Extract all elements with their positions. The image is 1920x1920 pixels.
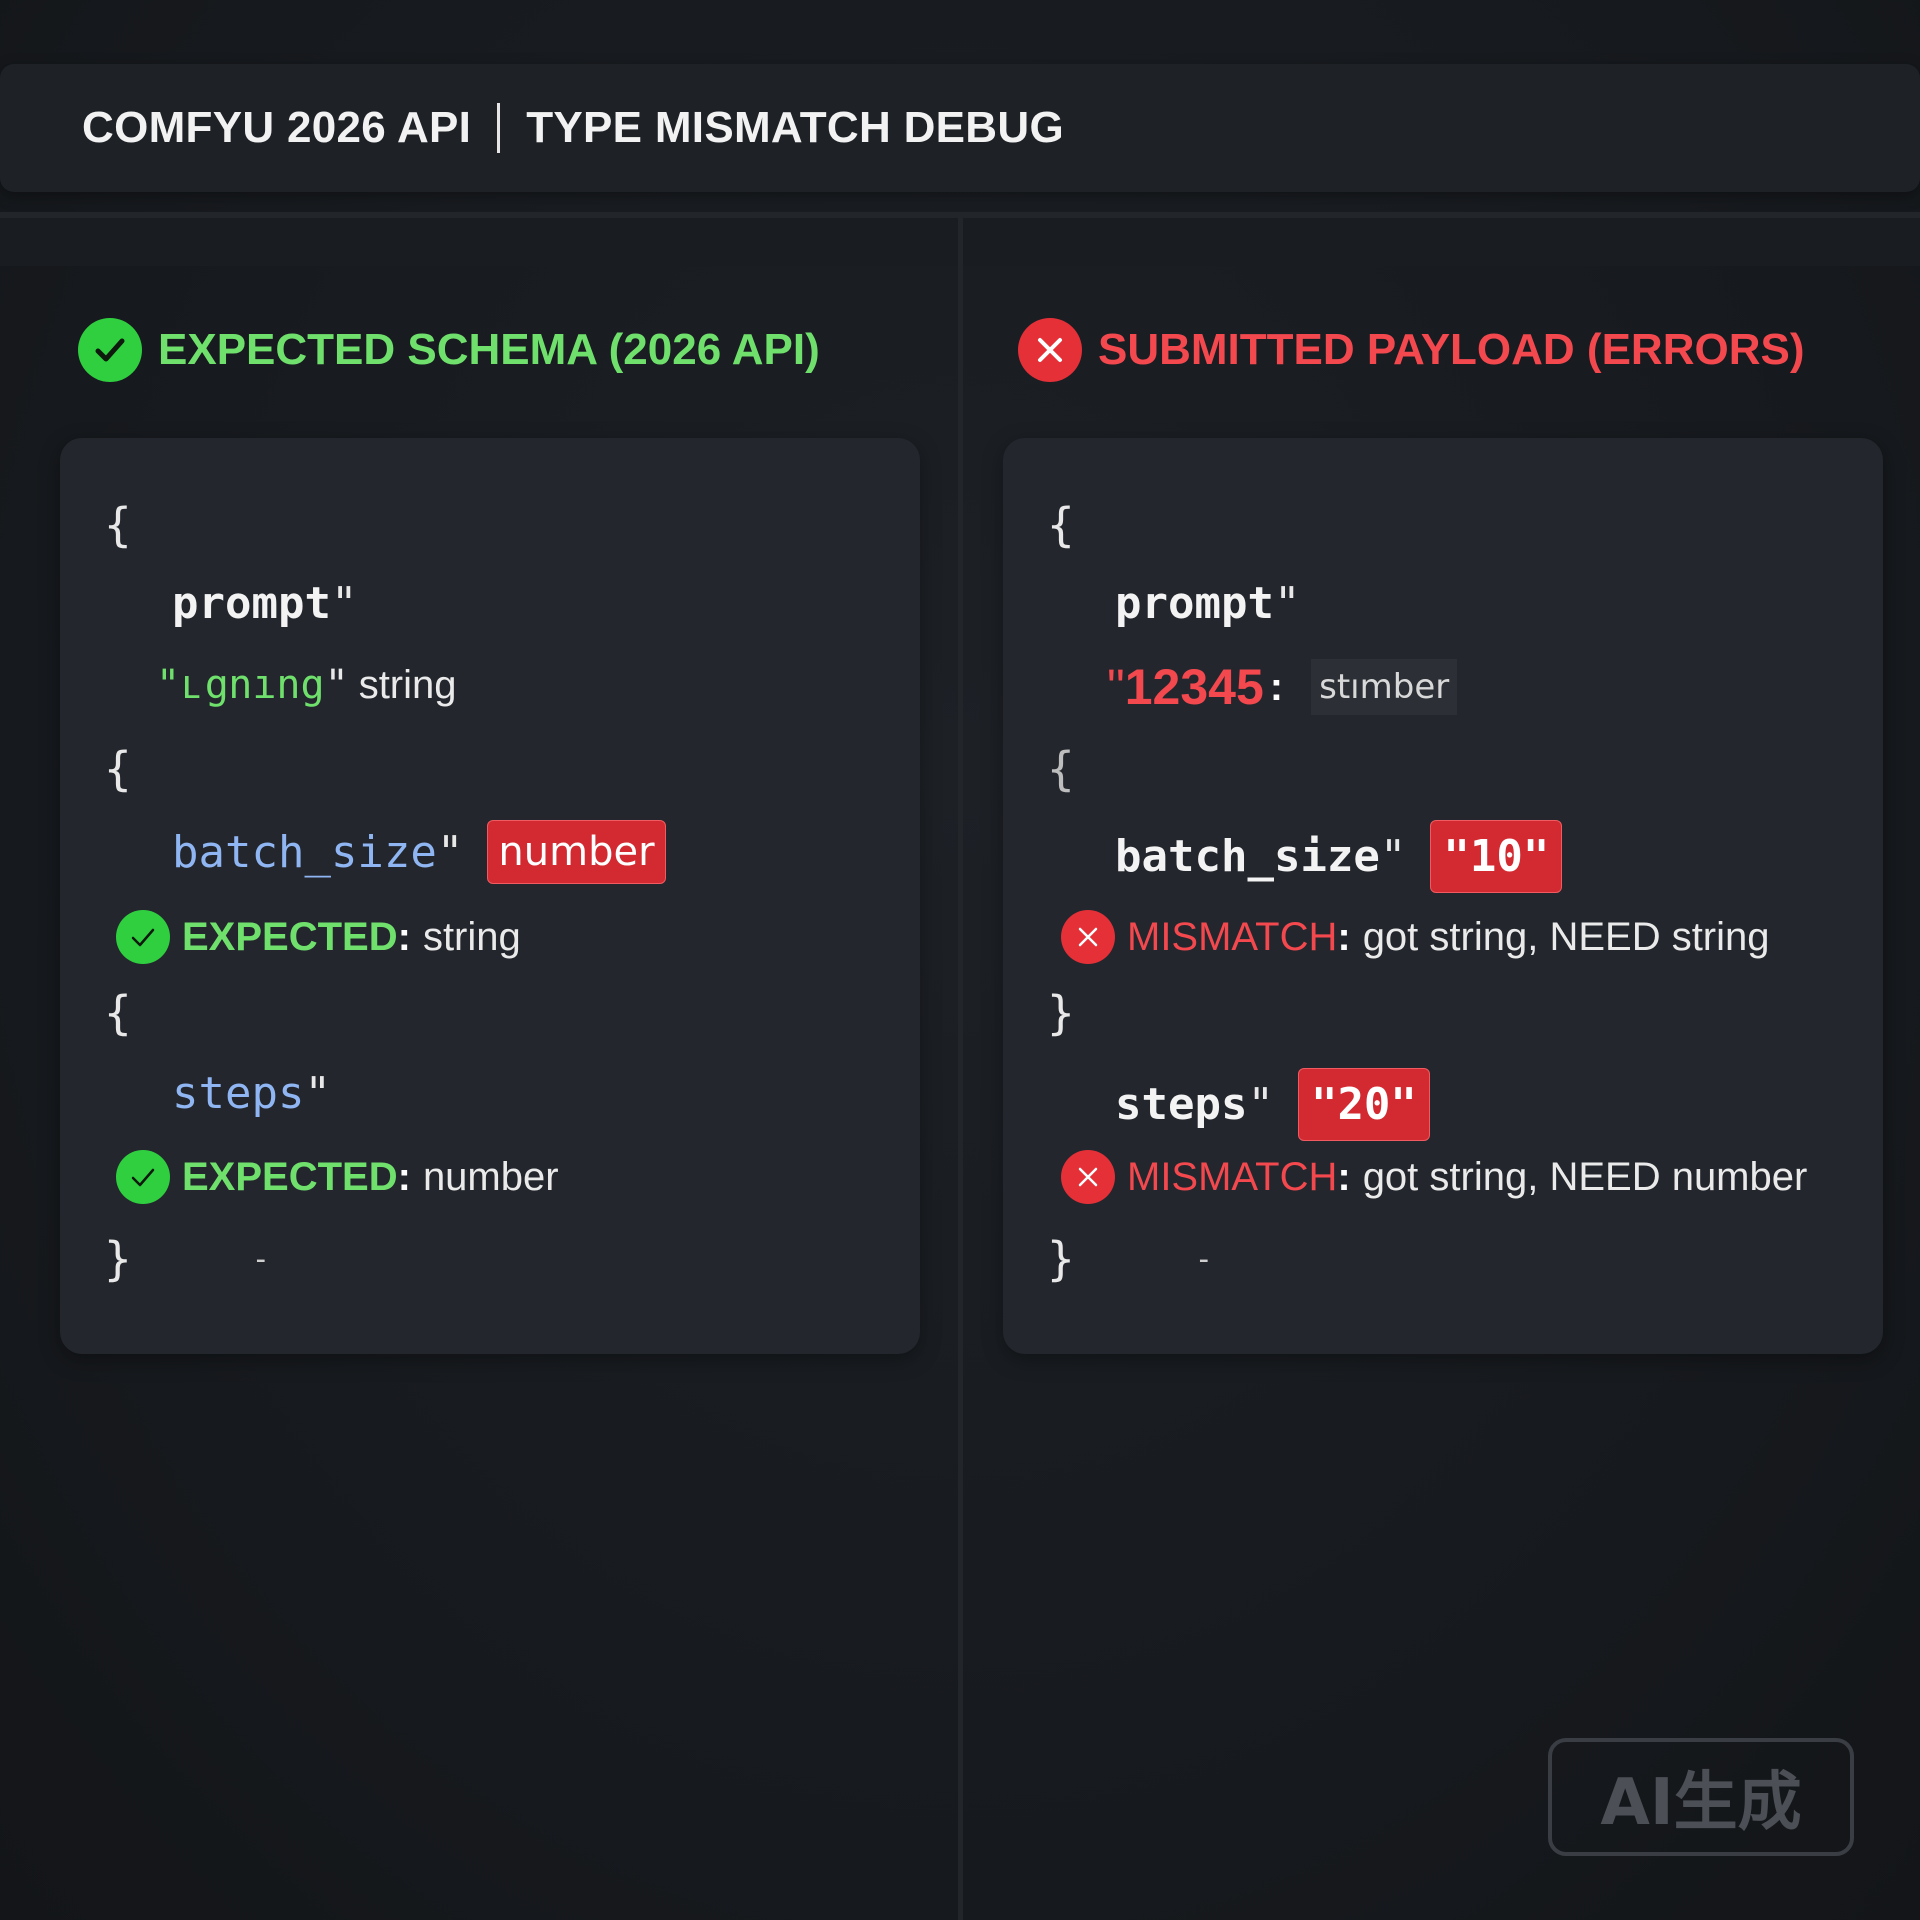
- prompt-key-quote: ": [330, 578, 358, 629]
- expected-label: EXPECTED: [182, 914, 398, 959]
- batch-size-value-tag: "10": [1430, 820, 1563, 893]
- steps-key-text: steps: [172, 1068, 305, 1119]
- prompt-value: ւցnıng: [180, 662, 325, 708]
- submitted-payload-card: { prompt" "12345: stımber { batch_size" …: [1003, 438, 1883, 1354]
- brace-open: {: [104, 986, 132, 1040]
- page-title: COMFYU 2026 API TYPE MISMATCH DEBUG: [82, 103, 1064, 153]
- steps-key: steps": [172, 1068, 331, 1119]
- check-circle-icon: [78, 318, 142, 382]
- expected-colon: :: [397, 1154, 411, 1199]
- watermark-text: AI生成: [1600, 1766, 1802, 1840]
- steps-expected-row: EXPECTED: number: [116, 1150, 559, 1204]
- submitted-payload-heading: SUBMITTED PAYLOAD (ERRORS): [1018, 318, 1804, 382]
- prompt-colon: :: [1269, 664, 1284, 709]
- mismatch-label: MISMATCH: [1127, 914, 1338, 959]
- brace-close-row: } -: [104, 1232, 270, 1286]
- brace-close-row: } -: [1047, 1232, 1213, 1286]
- mismatch-text: got string, NEED string: [1362, 914, 1770, 959]
- ai-generated-watermark: AI生成: [1548, 1738, 1854, 1856]
- check-circle-icon: [116, 1150, 170, 1204]
- brace-close: }: [1047, 1232, 1075, 1286]
- brace-open: {: [1047, 498, 1075, 552]
- title-separator: [497, 103, 501, 153]
- prompt-value: 12345: [1124, 659, 1264, 715]
- mismatch-text: got string, NEED number: [1362, 1154, 1808, 1199]
- prompt-type-box: stımber: [1311, 659, 1458, 715]
- batch-mismatch-row: MISMATCH: got string, NEED string: [1061, 910, 1770, 964]
- mismatch-label: MISMATCH: [1127, 1154, 1338, 1199]
- prompt-type: string: [358, 662, 457, 707]
- steps-key: steps" "20": [1115, 1068, 1430, 1141]
- trailing-dash: -: [1194, 1241, 1213, 1277]
- brace-close: }: [104, 1232, 132, 1286]
- batch-size-type-tag: number: [487, 820, 666, 884]
- header-rule: [0, 212, 1920, 218]
- steps-mismatch-row: MISMATCH: got string, NEED number: [1061, 1150, 1807, 1204]
- batch-size-key: batch_size" "10": [1115, 820, 1563, 893]
- prompt-key-quote: ": [1273, 578, 1301, 629]
- batch-size-key: batch_size" number: [172, 820, 666, 884]
- panel-divider: [958, 218, 963, 1920]
- title-right: TYPE MISMATCH DEBUG: [526, 103, 1064, 152]
- x-circle-icon: [1018, 318, 1082, 382]
- batch-size-key-text: batch_size: [1115, 831, 1380, 882]
- batch-expected-row: EXPECTED: string: [116, 910, 521, 964]
- prompt-key: prompt": [1115, 578, 1300, 629]
- expected-schema-card: { prompt" "ւցnıng" string { batch_size" …: [60, 438, 920, 1354]
- prompt-key-text: prompt: [1115, 578, 1274, 629]
- steps-key-quote: ": [304, 1068, 331, 1119]
- prompt-value-line: "ւցnıng" string: [156, 662, 457, 708]
- prompt-value-quote: ": [1107, 659, 1125, 715]
- header-bar: COMFYU 2026 API TYPE MISMATCH DEBUG: [0, 64, 1920, 192]
- expected-value: string: [422, 914, 521, 959]
- expected-label: EXPECTED: [182, 1154, 398, 1199]
- expected-colon: :: [397, 914, 411, 959]
- batch-size-key-quote: ": [436, 826, 464, 878]
- prompt-key-text: prompt: [172, 578, 331, 629]
- prompt-key: prompt": [172, 578, 357, 629]
- mismatch-colon: :: [1337, 914, 1351, 959]
- expected-schema-heading: EXPECTED SCHEMA (2026 API): [78, 318, 820, 382]
- prompt-value-quote-close: ": [324, 662, 349, 708]
- batch-size-key-text: batch_size: [172, 826, 437, 878]
- brace-open: {: [104, 742, 132, 796]
- brace-open: {: [1047, 742, 1075, 796]
- mismatch-colon: :: [1337, 1154, 1351, 1199]
- expected-schema-title: EXPECTED SCHEMA (2026 API): [158, 325, 820, 374]
- title-left: COMFYU 2026 API: [82, 103, 472, 152]
- steps-value-tag: "20": [1297, 1068, 1430, 1141]
- brace-close-mid: }: [1047, 986, 1075, 1040]
- submitted-payload-title: SUBMITTED PAYLOAD (ERRORS): [1098, 325, 1805, 374]
- steps-key-quote: ": [1247, 1079, 1274, 1130]
- prompt-value-quote-open: ": [156, 662, 181, 708]
- expected-value: number: [422, 1154, 559, 1199]
- brace-open: {: [104, 498, 132, 552]
- steps-key-text: steps: [1115, 1079, 1248, 1130]
- check-circle-icon: [116, 910, 170, 964]
- x-circle-icon: [1061, 1150, 1115, 1204]
- x-circle-icon: [1061, 910, 1115, 964]
- trailing-dash: -: [251, 1241, 270, 1277]
- prompt-value-line: "12345: stımber: [1107, 658, 1458, 716]
- batch-size-key-quote: ": [1379, 831, 1407, 882]
